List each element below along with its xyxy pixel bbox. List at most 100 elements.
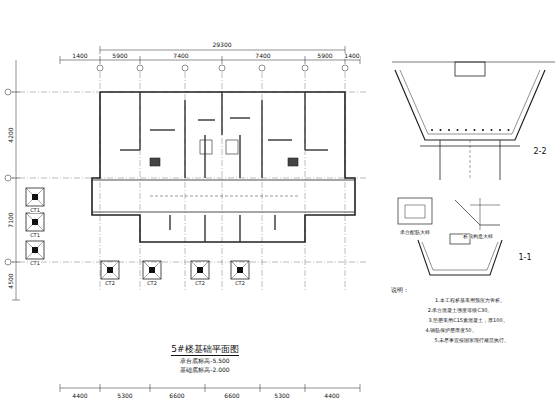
pile-cap <box>143 261 161 279</box>
cap-diagonal <box>143 261 161 279</box>
wall-line <box>204 215 205 242</box>
note-text: 5.未尽事宜按国家现行规范执行。 <box>435 338 510 343</box>
drawing-line <box>150 384 151 392</box>
cap-label: CT1 <box>30 208 40 213</box>
cap-diagonal <box>231 261 249 279</box>
wall-line <box>230 117 250 118</box>
rebar-dot <box>448 129 450 131</box>
rebar-dot <box>440 129 442 131</box>
wall-line <box>305 149 328 150</box>
axis-bubble <box>97 65 103 71</box>
wall-line <box>304 92 305 150</box>
pile-column <box>237 267 243 273</box>
dimension-text: 5300 <box>117 393 132 399</box>
pile-cap <box>26 188 44 206</box>
pile-column <box>32 247 38 253</box>
rebar-dot <box>457 129 459 131</box>
pile-cap <box>231 261 249 279</box>
cap-diagonal <box>101 261 119 279</box>
axis-bubble <box>259 65 265 71</box>
axis-line <box>222 72 223 290</box>
drawing-line <box>480 198 481 230</box>
beam-line <box>150 196 300 197</box>
note-text: 1.本工程桩基采用预应力管桩。 <box>435 298 505 303</box>
column-box <box>288 158 298 166</box>
drawing-line <box>360 56 361 64</box>
note-text: 2.承台混凝土强度等级C30。 <box>428 308 493 313</box>
note-text: 说明： <box>391 287 409 293</box>
axis-line <box>140 72 141 290</box>
cap-label: CT1 <box>30 261 40 266</box>
cap-diagonal <box>143 261 161 279</box>
rebar-dot <box>465 129 467 131</box>
cap-label: CT2 <box>147 281 157 286</box>
detail-line <box>455 200 500 225</box>
cap-diagonal <box>191 261 209 279</box>
dimension-text: 4400 <box>72 393 87 399</box>
drawing-line <box>222 56 223 64</box>
rebar-dot <box>491 129 493 131</box>
drawing-line <box>60 388 360 389</box>
dimension-text: 5300 <box>274 393 289 399</box>
dimension-text: 1400 <box>344 53 359 59</box>
wall-line <box>169 215 170 230</box>
pile-column <box>107 267 113 273</box>
cap-diagonal <box>26 213 44 231</box>
pile-column <box>32 194 38 200</box>
wall-line <box>120 149 140 150</box>
axis-line <box>8 178 368 179</box>
wall-line <box>268 139 292 140</box>
pile-cap <box>26 241 44 259</box>
pile-cap <box>26 213 44 231</box>
dimension-text: 4500 <box>8 273 14 288</box>
dimension-text: 29300 <box>212 42 231 48</box>
wall-line <box>198 119 215 120</box>
drawing-line <box>470 205 500 206</box>
dimension-text: 5900 <box>112 53 127 59</box>
rebar-line <box>422 242 498 270</box>
column-box <box>150 158 160 166</box>
drawing-line <box>60 384 61 392</box>
cap-label: CT1 <box>30 233 40 238</box>
cap-diagonal <box>231 261 249 279</box>
pile-cap <box>101 261 119 279</box>
axis-bubble <box>5 89 11 95</box>
elevation-note: 承台底标高-5.500 <box>180 358 229 364</box>
dimension-text: 5900 <box>317 53 332 59</box>
drawing-line <box>500 140 501 180</box>
wall-line <box>204 135 205 178</box>
dimension-text: 4400 <box>324 393 339 399</box>
dimension-text: 1400 <box>72 53 87 59</box>
dimension-text: 7400 <box>173 53 188 59</box>
cap-diagonal <box>191 261 209 279</box>
rebar-dot <box>508 129 510 131</box>
section-label: 桩顶构造大样 <box>463 234 493 239</box>
drawing-line <box>100 46 101 54</box>
axis-line <box>8 262 368 263</box>
section-label: 承台配筋大样 <box>400 230 430 235</box>
wall-line <box>150 129 175 130</box>
dimension-text: 7100 <box>8 212 14 227</box>
dimension-text: 6600 <box>169 393 184 399</box>
axis-line <box>305 72 306 290</box>
axis-line <box>262 72 263 290</box>
note-text: 3.垫层采用C15素混凝土，厚100。 <box>428 318 507 323</box>
drawing-line <box>260 384 261 392</box>
drawing-line <box>100 50 345 51</box>
section-label: 1-1 <box>518 254 531 262</box>
drawing-line <box>12 92 20 93</box>
cap-label: CT2 <box>235 281 245 286</box>
drawing-line <box>305 384 306 392</box>
cap-diagonal <box>26 241 44 259</box>
drawing-line <box>12 300 20 301</box>
elevation-note: 基础底标高-2.000 <box>180 367 229 373</box>
drawing-line <box>12 262 20 263</box>
drawing-line <box>60 60 360 61</box>
rebar-dot <box>499 129 501 131</box>
wall-line <box>92 180 355 181</box>
drawing-line <box>12 178 20 179</box>
dimension-text: 7400 <box>255 53 270 59</box>
cap-diagonal <box>26 188 44 206</box>
axis-bubble <box>342 65 348 71</box>
cap-diagonal <box>26 188 44 206</box>
